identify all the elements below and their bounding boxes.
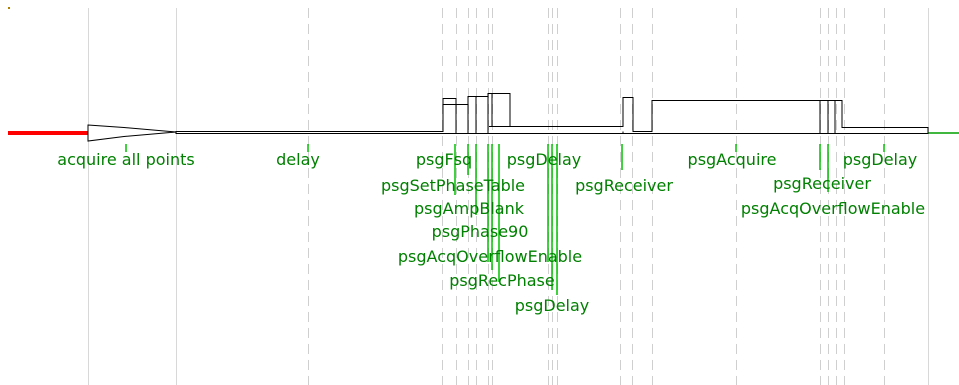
event-label: psgReceiver [773,174,871,193]
acquire-loop-arrow-icon [87,124,177,142]
event-label: psgAmpBlank [414,199,525,218]
event-label: psgFsq [416,150,472,169]
event-label: psgSetPhaseTable [381,176,525,195]
event-label: delay [276,150,320,169]
event-label: psgDelay [507,150,582,169]
event-label: psgPhase90 [432,222,529,241]
event-label: psgAcqOverflowEnable [741,199,925,218]
event-labels: acquire all points delay psgFsq psgDelay… [57,150,925,315]
corner-mark [8,7,10,9]
event-label: psgDelay [843,150,918,169]
event-label: psgAcquire [688,150,777,169]
event-label: psgDelay [515,296,590,315]
event-label: acquire all points [57,150,194,169]
event-label: psgRecPhase [449,271,554,290]
sequence-baseline [175,93,929,134]
event-label: psgAcqOverflowEnable [398,247,582,266]
grid-lines [88,8,929,385]
event-ticks [125,144,885,295]
event-label: psgReceiver [575,176,673,195]
